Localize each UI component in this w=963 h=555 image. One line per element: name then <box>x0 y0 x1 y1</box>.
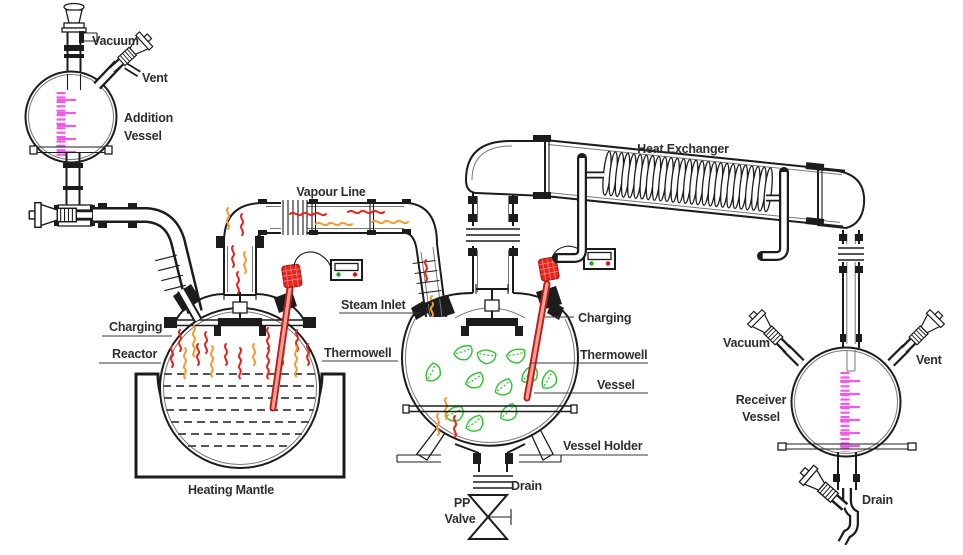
receiver-drain <box>796 452 860 546</box>
label-vessel-holder: Vessel Holder <box>563 439 643 453</box>
vessel-assembly <box>396 192 616 540</box>
label-vent-left: Vent <box>142 71 169 85</box>
label-vapour-line: Vapour Line <box>296 185 366 199</box>
vessel-manway-clamp <box>461 284 523 336</box>
thermowell-probe-right <box>523 256 561 402</box>
label-heat-exchanger: Heat Exchanger <box>637 142 729 156</box>
coolant-port-right <box>757 167 789 261</box>
reactor-manway-clamp <box>214 290 266 336</box>
label-receiver-vessel-1: Receiver <box>736 393 787 407</box>
vessel-drain <box>454 443 526 490</box>
label-pp-valve-2: Valve <box>445 512 476 526</box>
vessel-vapour-neck <box>466 192 520 293</box>
receiver-level-scale <box>840 372 860 452</box>
label-addition-vessel-1: Addition <box>124 111 173 125</box>
vessel-base-plate <box>29 145 113 155</box>
receiver-vacuum-valve <box>744 306 805 367</box>
bottom-neck <box>65 153 81 206</box>
receiver-flask <box>790 346 902 458</box>
label-thermowell-left: Thermowell <box>324 346 391 360</box>
receiver-vessel-assembly <box>744 306 948 546</box>
receiver-vent-valve <box>887 306 948 367</box>
label-vessel: Vessel <box>597 378 635 392</box>
coolant-port-left <box>552 153 604 263</box>
receiver-base-plate <box>777 442 917 451</box>
label-addition-vessel-2: Vessel <box>124 129 162 143</box>
vent-valve <box>93 29 156 90</box>
label-receiver-vessel-2: Vessel <box>742 410 780 424</box>
vacuum-valve <box>61 2 98 80</box>
charging-line-pipe <box>93 203 203 314</box>
label-charging-right: Charging <box>578 311 631 325</box>
label-thermowell-right: Thermowell <box>580 348 647 362</box>
vessel-holder-ring <box>402 404 578 414</box>
pp-valve <box>466 494 512 540</box>
temperature-indicator-left <box>330 259 363 281</box>
charging-stopcock-valve <box>29 203 95 228</box>
label-leaders <box>99 312 648 456</box>
label-heating-mantle: Heating Mantle <box>188 483 274 497</box>
vapour-line-pipe <box>223 199 411 294</box>
label-charging-left: Charging <box>109 320 162 334</box>
label-reactor: Reactor <box>112 347 157 361</box>
label-steam-inlet: Steam Inlet <box>341 298 407 312</box>
thermowell-probe-left <box>269 263 303 412</box>
condensate-downpipe <box>838 230 864 348</box>
label-drain-right: Drain <box>862 493 893 507</box>
reactor-liquid <box>163 373 317 447</box>
addition-vessel-assembly <box>24 2 203 314</box>
label-pp-valve-1: PP <box>454 496 470 510</box>
thermocouple-wire-left <box>293 251 332 269</box>
label-drain-center: Drain <box>511 479 542 493</box>
label-vacuum-right: Vacuum <box>723 336 770 350</box>
addition-vessel-flask <box>24 70 118 164</box>
temperature-indicator-right <box>583 248 616 270</box>
heat-exchanger-assembly <box>464 135 866 348</box>
level-scale <box>56 92 76 156</box>
label-vacuum-left: Vacuum <box>92 34 139 48</box>
label-vent-right: Vent <box>916 353 943 367</box>
reactor-assembly <box>134 236 363 479</box>
condenser-coil <box>602 150 773 213</box>
